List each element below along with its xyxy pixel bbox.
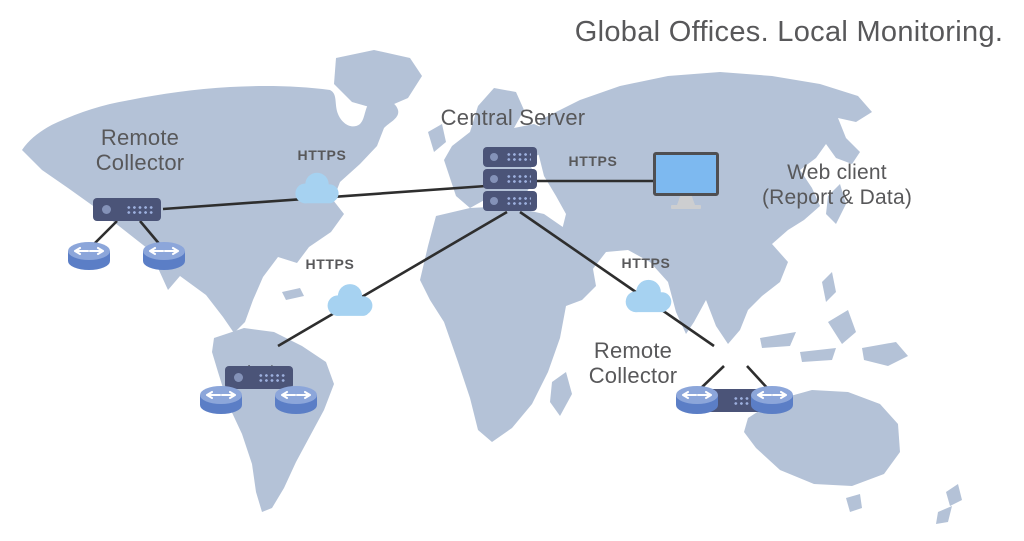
- https-label-west: HTTPS: [297, 147, 347, 163]
- landmass-sumatra: [760, 332, 796, 348]
- server-icon: [93, 198, 161, 221]
- landmass-north-america: [22, 86, 399, 333]
- monitor-base: [671, 205, 701, 209]
- cloud-icon: [327, 284, 373, 316]
- https-label-east: HTTPS: [621, 255, 671, 271]
- link-central-to-east: [519, 210, 715, 348]
- landmass-tasmania: [846, 494, 862, 512]
- page-title: Global Offices. Local Monitoring.: [574, 16, 1004, 48]
- router-icon: [143, 242, 185, 270]
- landmass-new-zealand-south: [936, 506, 952, 524]
- landmass-new-guinea: [862, 342, 908, 366]
- router-icon: [68, 242, 110, 270]
- link-central-to-south: [277, 210, 508, 348]
- web-client-label: Web client (Report & Data): [761, 161, 913, 209]
- server-unit: [483, 169, 537, 189]
- landmass-madagascar: [550, 372, 572, 416]
- server-vents: [506, 196, 531, 206]
- server-unit: [483, 147, 537, 167]
- landmass-borneo: [828, 310, 856, 344]
- server-vents: [733, 395, 761, 406]
- landmass-british-isles: [428, 124, 446, 152]
- router-icon: [751, 386, 793, 414]
- server-led: [490, 175, 498, 183]
- server-led: [102, 205, 111, 214]
- server-stack-icon: [483, 147, 537, 211]
- remote-collector-west-label: Remote Collector: [95, 125, 185, 175]
- landmass-philippines: [822, 272, 836, 302]
- landmass-caribbean: [282, 288, 304, 300]
- server-vents: [506, 174, 531, 184]
- server-led: [490, 197, 498, 205]
- https-label-client: HTTPS: [568, 153, 618, 169]
- link-west-router-1: [91, 220, 118, 247]
- server-vents: [126, 204, 154, 215]
- server-icon: [225, 366, 293, 389]
- landmass-greenland: [334, 50, 422, 110]
- landmass-australia: [744, 390, 900, 486]
- router-icon: [676, 386, 718, 414]
- landmass-java: [800, 348, 836, 362]
- router-icon: [275, 386, 317, 414]
- server-led: [234, 373, 243, 382]
- link-east-router-1: [698, 365, 725, 391]
- https-label-south: HTTPS: [305, 256, 355, 272]
- landmass-new-zealand-north: [946, 484, 962, 506]
- server-led: [490, 153, 498, 161]
- router-icon: [200, 386, 242, 414]
- monitor-icon: [653, 152, 719, 196]
- landmass-africa: [420, 206, 596, 442]
- server-unit: [483, 191, 537, 211]
- monitor-stand: [677, 196, 695, 205]
- cloud-icon: [625, 279, 672, 313]
- remote-collector-east-label: Remote Collector: [588, 338, 678, 388]
- cloud-icon: [295, 172, 339, 204]
- link-west-router-2: [139, 220, 162, 247]
- landmass-asia: [538, 72, 872, 344]
- server-vents: [506, 152, 531, 162]
- link-east-router-2: [746, 365, 770, 391]
- server-vents: [258, 372, 286, 383]
- central-server-label: Central Server: [440, 105, 586, 130]
- landmass-japan: [826, 184, 846, 224]
